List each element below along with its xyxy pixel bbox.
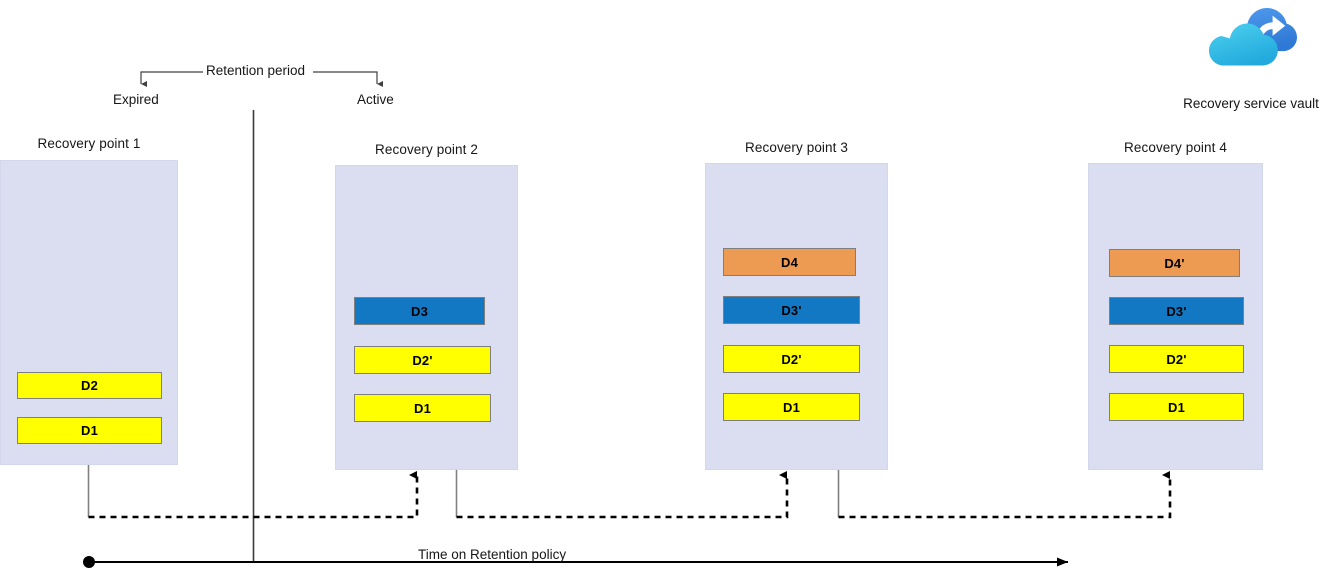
data-block-d4-prime[interactable]: D4' xyxy=(1109,249,1240,277)
vault-label: Recovery service vault xyxy=(1183,96,1319,111)
retention-period-label: Retention period xyxy=(206,63,306,78)
retention-bracket-right xyxy=(313,71,383,87)
data-block-d2-prime[interactable]: D2' xyxy=(1109,345,1244,373)
retention-bracket-left xyxy=(140,71,203,87)
connector-rp1-to-rp2 xyxy=(87,465,419,519)
connector-rp2-to-rp3 xyxy=(455,465,789,519)
data-block-d4[interactable]: D4 xyxy=(723,248,856,276)
cloud-sync-icon xyxy=(1209,8,1297,66)
recovery-point-4-panel[interactable]: D4' D3' D2' D1 xyxy=(1088,163,1263,470)
data-block-d2[interactable]: D2 xyxy=(17,372,162,399)
data-block-d2-prime[interactable]: D2' xyxy=(723,345,860,373)
data-block-d1[interactable]: D1 xyxy=(17,417,162,444)
data-block-d3-prime[interactable]: D3' xyxy=(1109,297,1244,325)
data-block-d3-prime[interactable]: D3' xyxy=(723,296,860,324)
expired-label: Expired xyxy=(113,92,159,107)
data-block-d1[interactable]: D1 xyxy=(354,394,491,422)
connector-rp3-to-rp4 xyxy=(837,465,1172,519)
recovery-point-2-panel[interactable]: D3 D2' D1 xyxy=(335,165,518,470)
data-block-d3[interactable]: D3 xyxy=(354,297,485,325)
recovery-point-1-title: Recovery point 1 xyxy=(37,136,141,151)
recovery-point-3-title: Recovery point 3 xyxy=(745,140,848,155)
recovery-point-2-title: Recovery point 2 xyxy=(375,142,478,157)
data-block-d1[interactable]: D1 xyxy=(1109,393,1244,421)
active-label: Active xyxy=(357,92,394,107)
recovery-point-4-title: Recovery point 4 xyxy=(1124,140,1227,155)
recovery-service-vault[interactable]: Recovery service vault xyxy=(1176,2,1326,111)
timeline-axis xyxy=(83,556,1068,568)
timeline-label: Time on Retention policy xyxy=(418,547,567,562)
data-block-d1[interactable]: D1 xyxy=(723,393,860,421)
recovery-point-3-panel[interactable]: D4 D3' D2' D1 xyxy=(705,163,888,470)
data-block-d2-prime[interactable]: D2' xyxy=(354,346,491,374)
recovery-point-1-panel[interactable]: D2 D1 xyxy=(0,160,178,465)
